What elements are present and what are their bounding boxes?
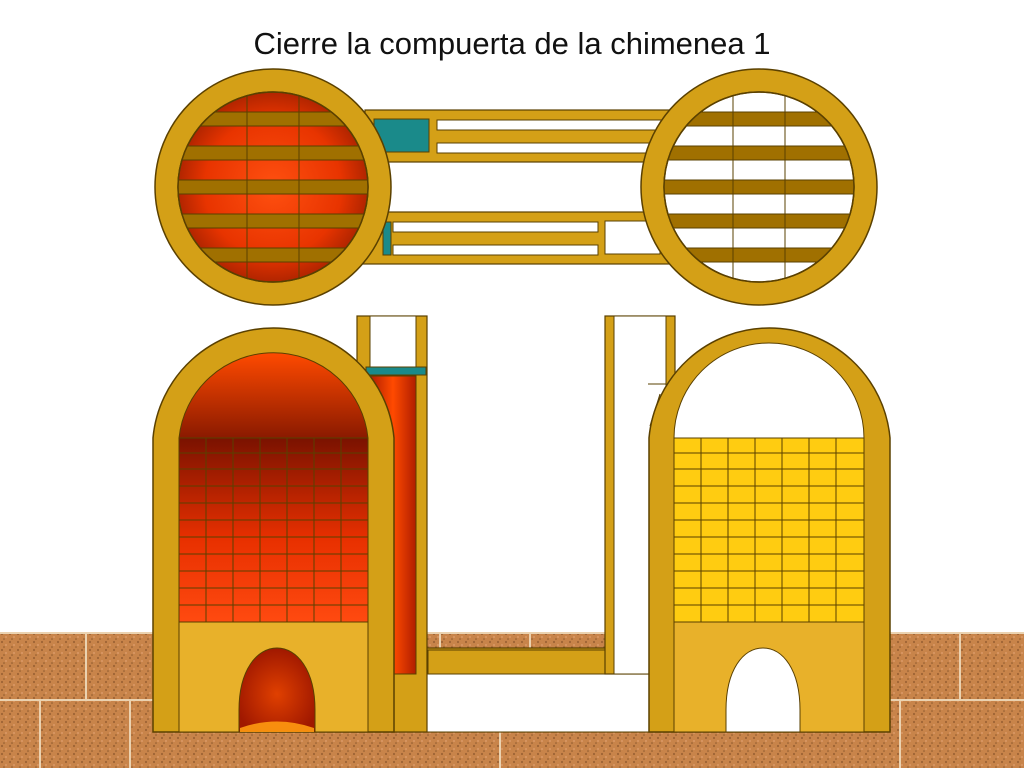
stove-1-dome	[178, 352, 369, 439]
slide-title: Cierre la compuerta de la chimenea 1	[253, 26, 771, 61]
stove-1-slats	[178, 92, 368, 282]
stove-1-flame	[240, 721, 314, 732]
stove-1-checkerwork	[178, 437, 369, 623]
top-view	[154, 68, 878, 306]
chimney-1-damper	[365, 366, 427, 376]
stove-2-top	[640, 68, 878, 306]
side-view	[152, 315, 891, 733]
stove-1-checker-grid	[179, 438, 368, 622]
stove-2-burner-opening	[725, 647, 801, 733]
stove-1-burner-opening	[238, 647, 316, 733]
top-valve-1	[382, 221, 392, 256]
stove-2-side	[648, 327, 891, 733]
top-duct-lower	[359, 211, 681, 265]
stove-1-side	[152, 327, 395, 733]
stove-1-top	[154, 68, 392, 306]
top-duct-upper	[364, 109, 676, 163]
stove-2-slats	[664, 92, 854, 282]
stove-2-dome	[673, 342, 865, 439]
stove-2-checker-grid	[674, 438, 864, 622]
